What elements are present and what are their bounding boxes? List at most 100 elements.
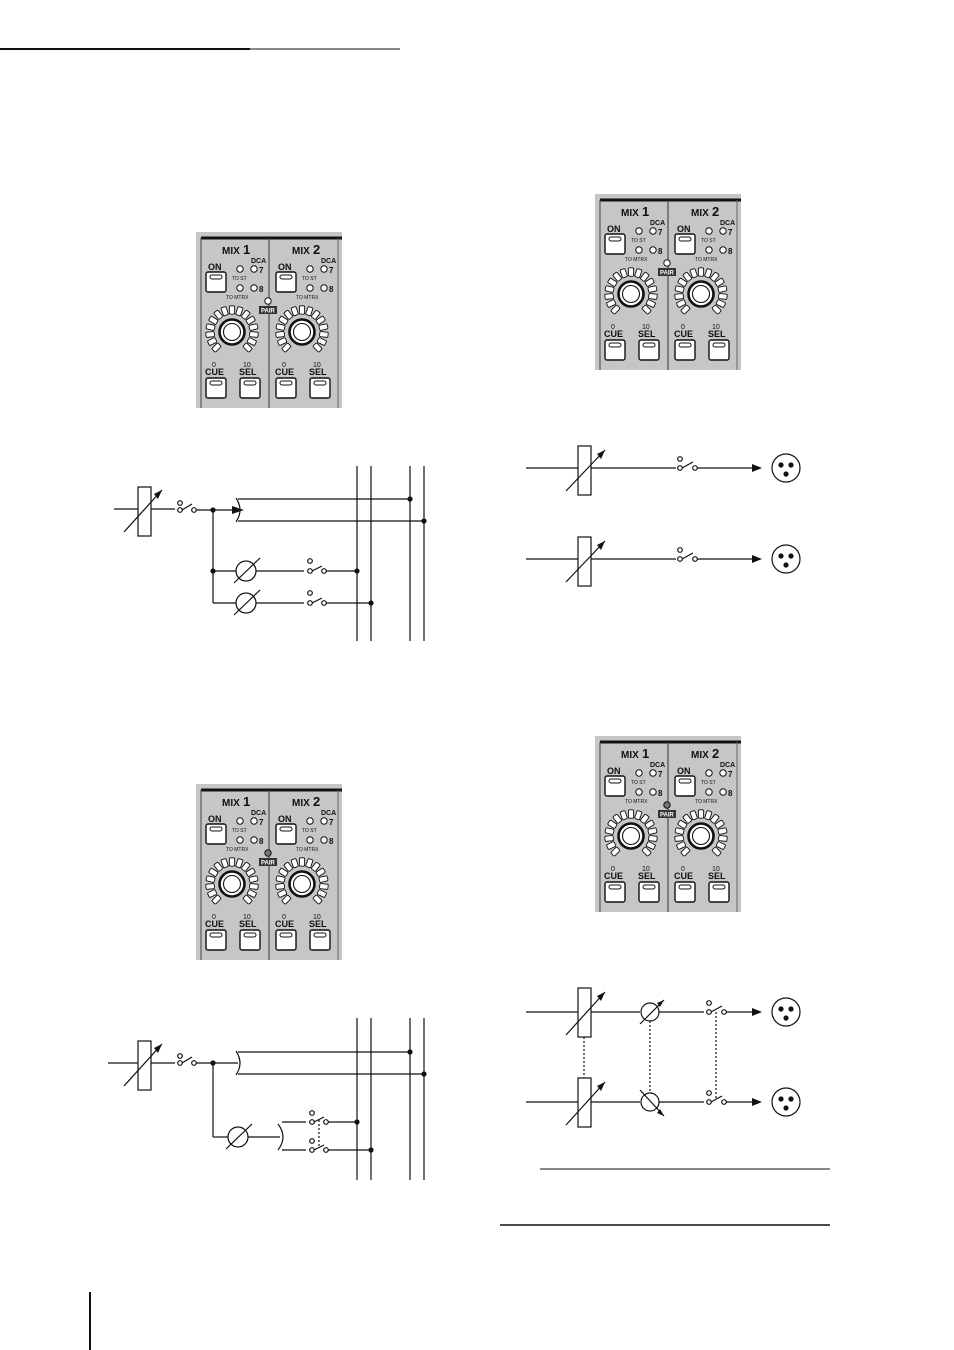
mix2-on-button[interactable]	[674, 233, 696, 255]
mix2-sel-button[interactable]	[309, 377, 331, 399]
level-meter-led	[205, 875, 216, 883]
mix2-on-button[interactable]	[674, 775, 696, 797]
mix2-cue-button[interactable]	[674, 881, 696, 903]
mix1-send-level-knob[interactable]	[604, 809, 658, 857]
mix1-on-button[interactable]	[205, 823, 227, 845]
to-st-label: TO ST	[631, 238, 646, 244]
level-meter-led	[604, 827, 615, 835]
mix1-cue-button[interactable]	[604, 881, 626, 903]
mix1-sel-button[interactable]	[239, 929, 261, 951]
level-meter-led	[213, 861, 223, 872]
mix2-label: MIX	[691, 750, 709, 761]
level-meter-led	[278, 867, 289, 877]
dca-8-label: 8	[329, 837, 334, 846]
mix1-send-level-knob[interactable]	[205, 305, 259, 353]
level-meter-led	[604, 293, 614, 300]
level-meter-led	[718, 293, 728, 300]
pair-led	[264, 849, 272, 857]
level-meter-led	[676, 299, 687, 308]
level-meter-led	[645, 841, 656, 850]
mix2-cue-button[interactable]	[275, 377, 297, 399]
to-st-label: TO ST	[232, 276, 247, 282]
mix2-cue-button[interactable]	[674, 339, 696, 361]
dca-7-label: 7	[259, 818, 264, 827]
level-meter-led	[612, 271, 622, 282]
level-meter-led	[682, 813, 692, 824]
mix2-sel-button[interactable]	[708, 339, 730, 361]
mix1-cue-button[interactable]	[604, 339, 626, 361]
mix1-on-button[interactable]	[205, 271, 227, 293]
mix1-cue-button[interactable]	[205, 929, 227, 951]
to-st-led	[635, 227, 643, 235]
level-meter-led	[674, 827, 685, 835]
dca-label: DCA	[650, 220, 665, 227]
mix1-sel-button[interactable]	[638, 339, 660, 361]
mix2-label: MIX	[691, 208, 709, 219]
mix1-on-button[interactable]	[604, 233, 626, 255]
to-mtrx-led	[635, 246, 643, 254]
cue-label: CUE	[674, 871, 693, 881]
to-st-label: TO ST	[631, 780, 646, 786]
mix2-sel-button[interactable]	[708, 881, 730, 903]
mix1-send-level-knob[interactable]	[604, 267, 658, 315]
level-meter-led	[714, 819, 725, 829]
level-meter-led	[641, 304, 652, 315]
mix2-send-level-knob[interactable]	[674, 267, 728, 315]
sel-label: SEL	[638, 871, 656, 881]
pair-label: PAIR	[660, 813, 675, 819]
level-meter-led	[704, 268, 713, 279]
mix1-on-button[interactable]	[604, 775, 626, 797]
mix1-number: 1	[642, 746, 649, 761]
dca-label: DCA	[251, 810, 266, 817]
dca-8-led	[719, 246, 727, 254]
scale-max-label: 10	[712, 324, 720, 331]
scale-max-label: 10	[313, 362, 321, 369]
level-meter-led	[676, 841, 687, 850]
level-meter-led	[248, 875, 259, 883]
dca-7-led	[649, 769, 657, 777]
dca-8-label: 8	[658, 247, 663, 256]
dca-8-label: 8	[728, 789, 733, 798]
level-meter-led	[205, 331, 215, 338]
level-meter-led	[318, 875, 329, 883]
mix1-sel-button[interactable]	[239, 377, 261, 399]
sel-label: SEL	[239, 367, 257, 377]
dca-7-label: 7	[728, 770, 733, 779]
level-meter-led	[205, 323, 216, 331]
mix2-on-button[interactable]	[275, 271, 297, 293]
scale-min-label: 0	[681, 324, 685, 331]
mix2-send-level-knob[interactable]	[275, 305, 329, 353]
scale-min-label: 0	[681, 866, 685, 873]
level-meter-led	[235, 858, 244, 869]
level-meter-led	[241, 309, 251, 320]
scale-min-label: 0	[282, 914, 286, 921]
sel-label: SEL	[638, 329, 656, 339]
dca-8-label: 8	[728, 247, 733, 256]
level-meter-led	[674, 285, 685, 293]
level-meter-led	[208, 867, 219, 877]
mix1-cue-button[interactable]	[205, 377, 227, 399]
signal-diagram-b	[526, 445, 801, 587]
level-meter-led	[245, 315, 256, 325]
level-meter-led	[213, 309, 223, 320]
level-meter-led	[710, 813, 720, 824]
mix1-sel-button[interactable]	[638, 881, 660, 903]
level-meter-led	[697, 809, 705, 819]
dca-7-led	[250, 817, 258, 825]
level-meter-led	[205, 883, 215, 890]
level-meter-led	[619, 810, 628, 821]
mix2-send-level-knob[interactable]	[674, 809, 728, 857]
level-meter-led	[211, 894, 222, 905]
mix2-send-level-knob[interactable]	[275, 857, 329, 905]
pair-label: PAIR	[660, 271, 675, 277]
mix2-sel-button[interactable]	[309, 929, 331, 951]
mix2-on-button[interactable]	[275, 823, 297, 845]
mix2-cue-button[interactable]	[275, 929, 297, 951]
level-meter-led	[319, 331, 329, 338]
cue-label: CUE	[604, 871, 623, 881]
level-meter-led	[634, 268, 643, 279]
mix1-send-level-knob[interactable]	[205, 857, 259, 905]
level-meter-led	[316, 337, 327, 346]
